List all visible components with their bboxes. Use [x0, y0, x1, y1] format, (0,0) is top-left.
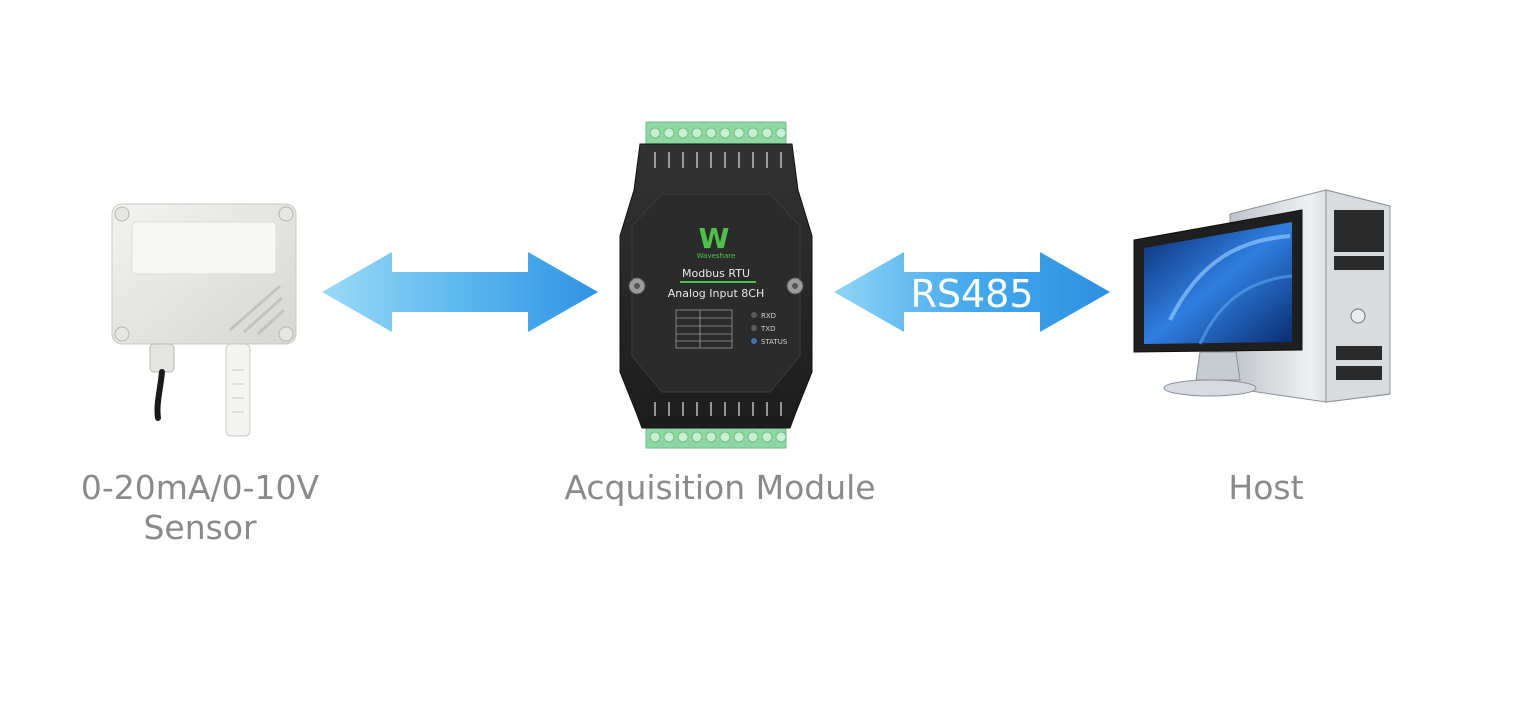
link-arrow-sensor-module	[322, 252, 598, 332]
sensor-caption-line-1: 0-20mA/0-10V	[80, 468, 320, 507]
module-caption: Acquisition Module	[564, 468, 876, 507]
host-computer-image	[1133, 189, 1391, 403]
link-label-rs485: RS485	[910, 272, 1034, 316]
sensor-device-image	[111, 203, 297, 437]
host-caption: Host	[1228, 468, 1304, 507]
svg-text:W: W	[699, 222, 730, 255]
link-arrow-module-host	[834, 252, 1110, 332]
module-led-rxd-label: RXD	[761, 312, 776, 320]
module-brand-text: Waveshare	[697, 252, 736, 260]
sensor-caption: 0-20mA/0-10V Sensor	[60, 468, 340, 548]
sensor-caption-line-2: Sensor	[143, 508, 257, 547]
module-led-txd-label: TXD	[760, 325, 775, 333]
module-line1-text: Modbus RTU	[682, 267, 750, 280]
module-line2-text: Analog Input 8CH	[668, 287, 764, 300]
acquisition-module-image: W Waveshare Modbus RTU Analog Input 8CH	[619, 121, 813, 449]
module-led-status-label: STATUS	[761, 338, 788, 346]
